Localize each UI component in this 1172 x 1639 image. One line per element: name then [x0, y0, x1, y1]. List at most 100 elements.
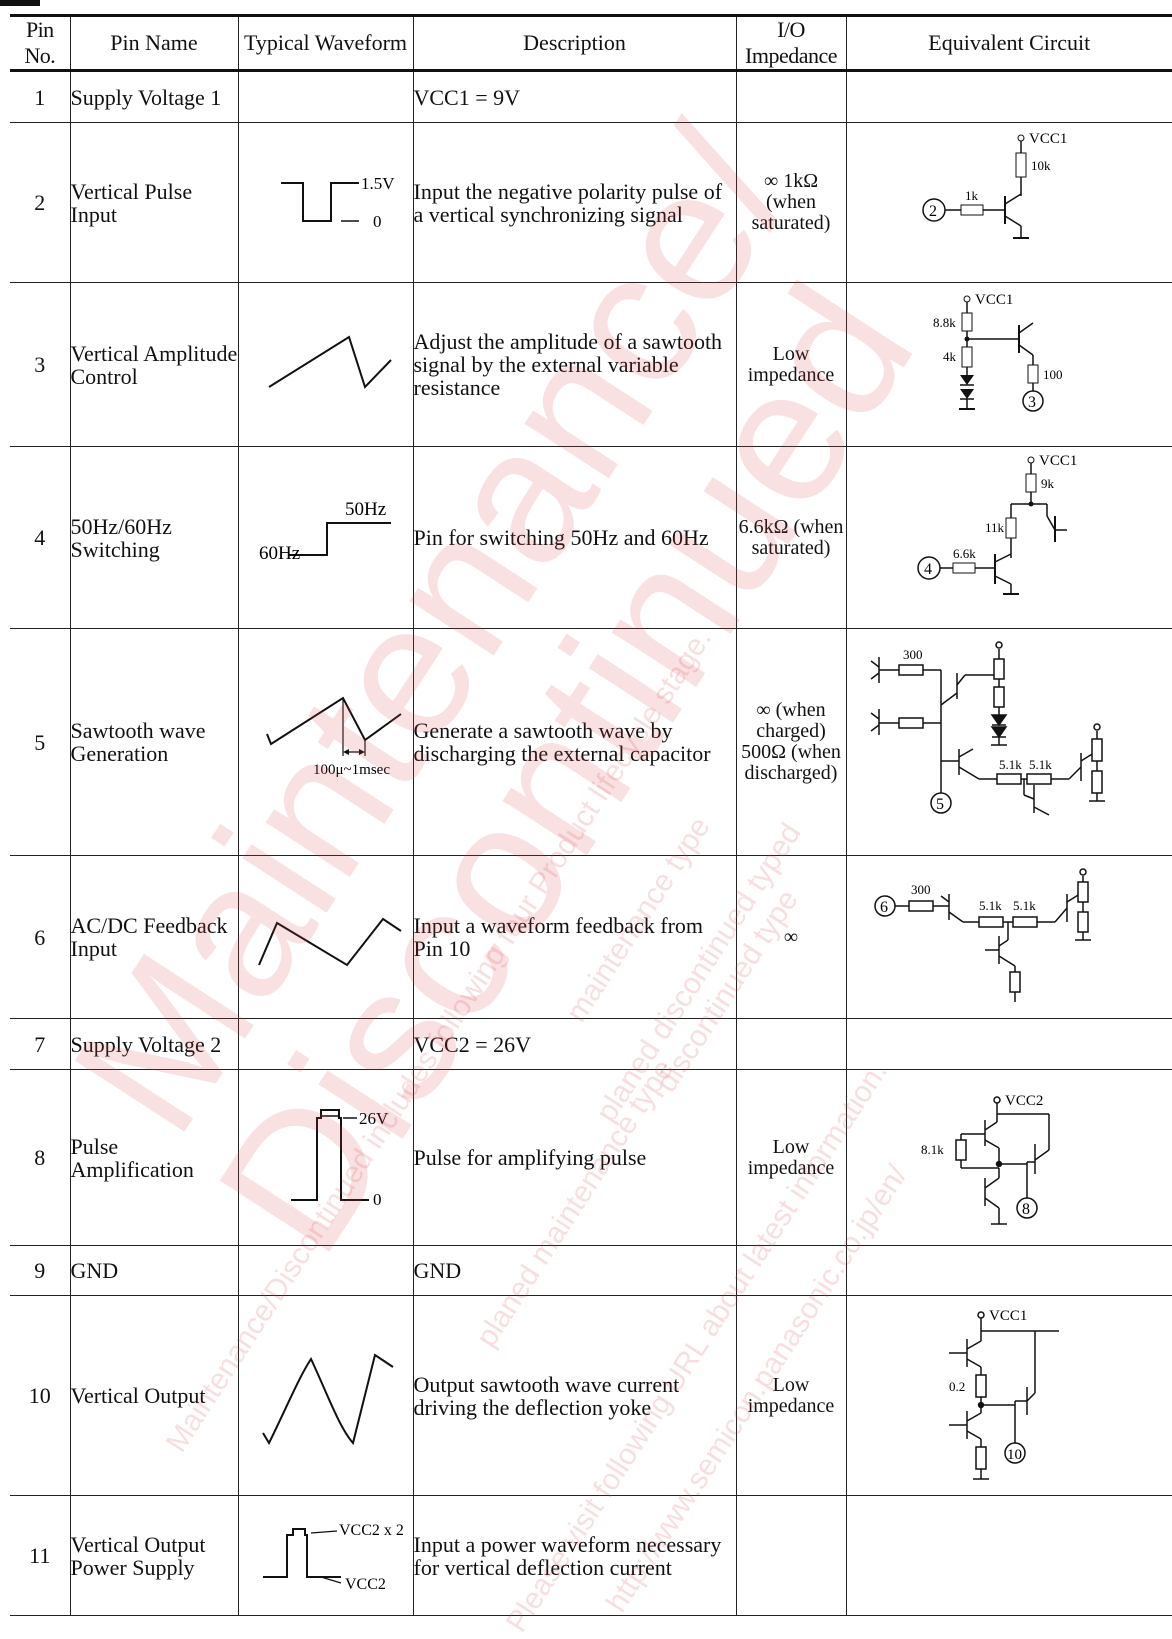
circuit-cell: VCC1 0.2 10: [845, 1295, 1172, 1496]
pin-number: 10: [10, 1295, 70, 1496]
equivalent-circuit-pin6: 6 300 5.1k 5.1k: [874, 867, 1092, 1002]
wave-label-low: 0: [373, 212, 382, 231]
io-impedance: [735, 70, 846, 123]
vcc1-label: VCC1: [1029, 131, 1067, 147]
table-row: 3 Vertical Amplitude Control Adjust the …: [10, 282, 1172, 447]
r-label: 11k: [985, 520, 1005, 535]
vcc1-label: VCC1: [975, 292, 1013, 308]
table-row: 6 AC/DC Feedback Input Input a waveform …: [10, 855, 1172, 1019]
r-label: 5.1k: [979, 898, 1002, 913]
io-impedance: Low impedance: [735, 282, 846, 447]
pin-description: GND: [412, 1245, 736, 1296]
r-label: 300: [911, 882, 931, 897]
wave-label-low: VCC2: [345, 1576, 386, 1593]
pin-label: 4: [924, 561, 932, 578]
header-io-impedance: I/O Impedance: [735, 14, 846, 72]
step-waveform: 50Hz 60Hz: [259, 499, 391, 564]
r-label: 100: [1043, 367, 1063, 382]
table-row: 10 Vertical Output Output sawtooth wave …: [10, 1295, 1172, 1496]
equivalent-circuit-pin10: VCC1 0.2 10: [949, 1308, 1060, 1480]
table-row: 9 GND GND: [10, 1245, 1172, 1296]
pin-description: Output sawtooth wave current driving the…: [412, 1295, 736, 1496]
r-label: 4k: [943, 349, 957, 364]
waveform-cell: VCC2 x 2 VCC2: [237, 1495, 413, 1616]
pin-description: Input a power waveform necessary for ver…: [412, 1495, 736, 1616]
wave-label-high: 1.5V: [361, 174, 395, 193]
pin-name: GND: [69, 1245, 238, 1296]
pin-description-table: Pin No. Pin Name Typical Waveform Descri…: [10, 14, 1172, 1616]
wave-label-low: 60Hz: [259, 543, 300, 564]
wave-label-high: 50Hz: [345, 499, 386, 520]
equivalent-circuit-pin4: VCC1 9k 11k: [917, 453, 1078, 595]
header-equivalent-circuit: Equivalent Circuit: [845, 14, 1172, 72]
pin-label: 2: [929, 203, 937, 220]
table-row: 1 Supply Voltage 1 VCC1 = 9V: [10, 70, 1172, 123]
circuit-cell: [845, 1495, 1172, 1616]
wave-label-high: VCC2 x 2: [339, 1522, 404, 1539]
io-impedance: ∞: [735, 855, 846, 1019]
circuit-cell: VCC1 8.8k 100: [845, 282, 1172, 447]
io-impedance: Low impedance: [735, 1295, 846, 1496]
r-label: 5.1k: [999, 757, 1022, 772]
circuit-cell: 300 5.1k 5.1k 5: [845, 628, 1172, 856]
r-label: 9k: [1041, 476, 1055, 491]
r-label: 10k: [1031, 158, 1051, 173]
output-sawtooth-waveform: [261, 1352, 394, 1445]
table-row: 8 Pulse Amplification 26V 0 Pulse for am…: [10, 1069, 1172, 1246]
pin-name: Sawtooth wave Generation: [69, 628, 238, 856]
waveform-cell: [237, 1295, 413, 1496]
pin-number: 7: [10, 1018, 70, 1070]
waveform-cell: [237, 855, 413, 1019]
waveform-cell: [237, 70, 413, 123]
io-impedance: ∞ 1kΩ (when saturated): [735, 122, 846, 283]
io-impedance: Low impedance: [735, 1069, 846, 1246]
triangle-waveform: [257, 917, 402, 967]
power-pulse-waveform: VCC2 x 2 VCC2: [262, 1522, 404, 1593]
equivalent-circuit-pin3: VCC1 8.8k 100: [933, 292, 1063, 412]
pin-number: 5: [10, 628, 70, 856]
pin-label: 3: [1028, 394, 1036, 411]
pin-number: 4: [10, 446, 70, 629]
pulse-waveform: 26V 0: [290, 1108, 389, 1209]
waveform-cell: 50Hz 60Hz: [237, 446, 413, 629]
negative-pulse-waveform: 1.5V 0: [280, 174, 395, 231]
io-impedance: [735, 1495, 846, 1616]
pin-name: Vertical Amplitude Control: [69, 282, 238, 447]
table-row: 4 50Hz/60Hz Switching 50Hz 60Hz Pin for …: [10, 446, 1172, 629]
r-label: 0.2: [949, 1379, 965, 1394]
wave-label-high: 26V: [359, 1109, 389, 1128]
io-impedance: ∞ (when charged) 500Ω (when discharged): [735, 628, 846, 856]
equivalent-circuit-pin8: VCC2 8.1k 8: [921, 1093, 1050, 1225]
circuit-cell: VCC1 9k 11k: [845, 446, 1172, 629]
io-impedance: [735, 1018, 846, 1070]
io-impedance: [735, 1245, 846, 1296]
pin-description: VCC1 = 9V: [412, 70, 736, 123]
io-impedance: 6.6kΩ (when saturated): [735, 446, 846, 629]
circuit-cell: [845, 70, 1172, 123]
pin-name: Vertical Output Power Supply: [69, 1495, 238, 1616]
r-label: 6.6k: [953, 546, 976, 561]
pin-description: Adjust the amplitude of a sawtooth signa…: [412, 282, 736, 447]
pin-description: VCC2 = 26V: [412, 1018, 736, 1070]
pin-name: 50Hz/60Hz Switching: [69, 446, 238, 629]
r-label: 1k: [965, 188, 979, 203]
header-typical-waveform: Typical Waveform: [237, 14, 413, 72]
pin-label: 6: [880, 899, 888, 916]
waveform-cell: 100μ~1msec: [237, 628, 413, 856]
waveform-cell: 26V 0: [237, 1069, 413, 1246]
vcc2-label: VCC2: [1005, 1093, 1043, 1109]
pin-number: 2: [10, 122, 70, 283]
header-pin-no: Pin No.: [10, 14, 70, 72]
r-label: 300: [903, 647, 923, 662]
pin-name: AC/DC Feedback Input: [69, 855, 238, 1019]
vcc1-label: VCC1: [989, 1308, 1027, 1324]
pin-description: Pin for switching 50Hz and 60Hz: [412, 446, 736, 629]
pin-number: 8: [10, 1069, 70, 1246]
table-row: 7 Supply Voltage 2 VCC2 = 26V: [10, 1018, 1172, 1070]
waveform-cell: [237, 1245, 413, 1296]
pin-label: 8: [1022, 1201, 1030, 1218]
equivalent-circuit-pin2: VCC1 10k 2 1k: [922, 131, 1068, 239]
wave-label-low: 0: [373, 1190, 382, 1209]
header-pin-name: Pin Name: [69, 14, 238, 72]
waveform-cell: [237, 282, 413, 447]
